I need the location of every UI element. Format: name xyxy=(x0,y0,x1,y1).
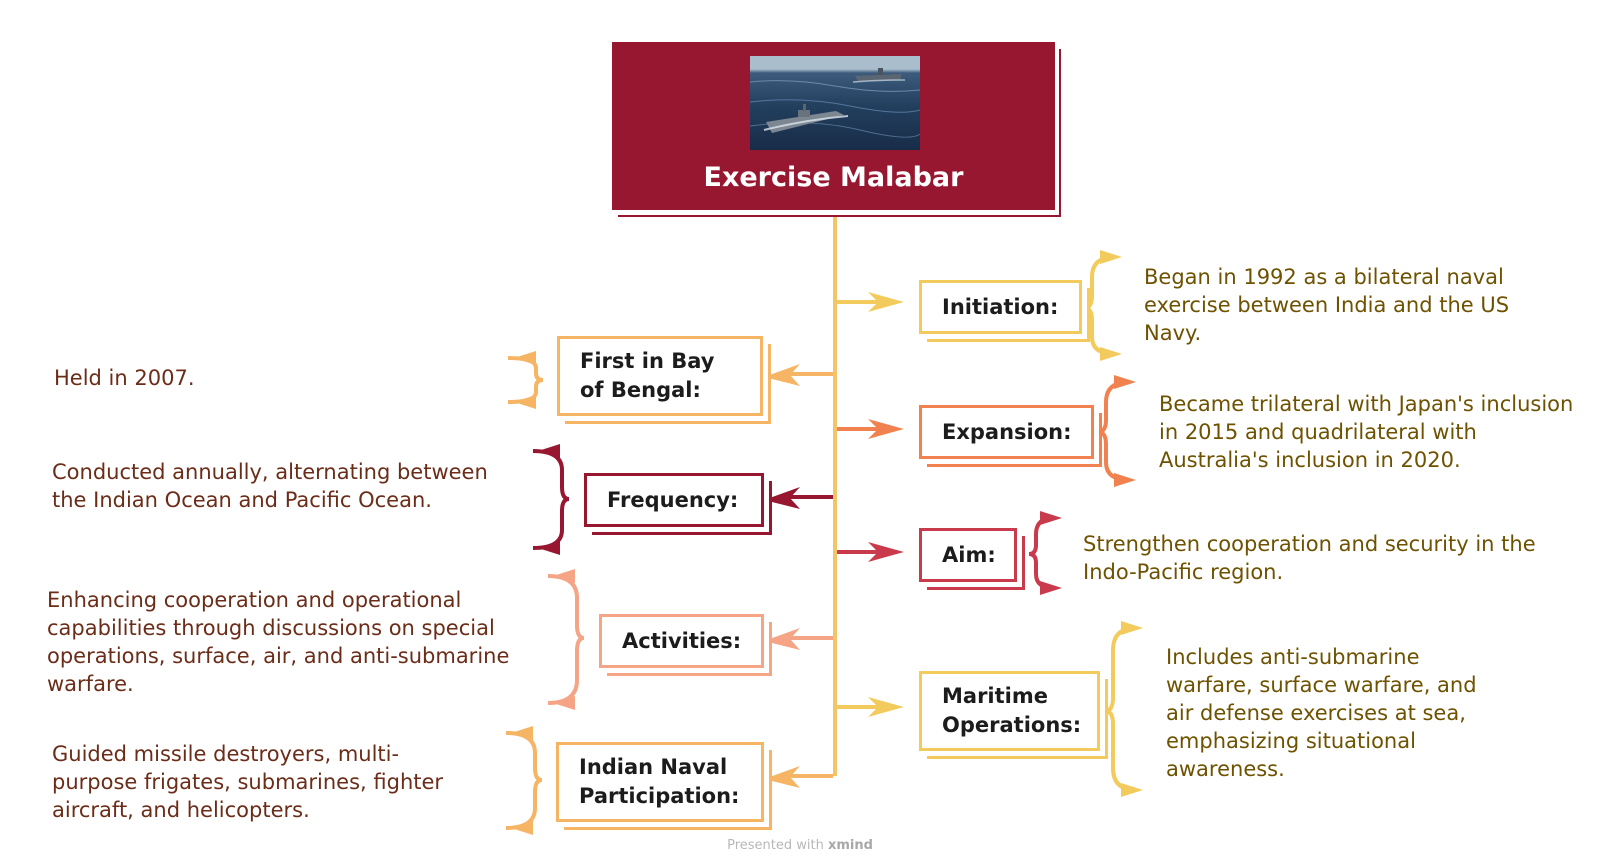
note-expansion: Became trilateral with Japan's inclusion… xyxy=(1159,392,1574,472)
topic-label: Expansion: xyxy=(942,419,1072,444)
note-first-in-bay-of-bengal: Held in 2007. xyxy=(54,366,195,390)
topic-indian-naval-participation[interactable]: Indian Naval Participation: xyxy=(556,742,764,822)
topic-label: First in Bay of Bengal: xyxy=(580,349,715,402)
central-topic-title: Exercise Malabar xyxy=(703,162,964,193)
topic-initiation[interactable]: Initiation: xyxy=(919,280,1082,334)
note-maritime-operations: Includes anti-submarine warfare, surface… xyxy=(1166,645,1477,781)
topic-first-in-bay-of-bengal[interactable]: First in Bay of Bengal: xyxy=(557,336,763,416)
note-initiation: Began in 1992 as a bilateral naval exerc… xyxy=(1144,265,1510,345)
note-aim: Strengthen cooperation and security in t… xyxy=(1083,532,1536,584)
topic-label: Indian Naval Participation: xyxy=(579,755,740,808)
naval-ships-photo xyxy=(750,56,920,150)
presented-with-footer: Presented with xmind xyxy=(0,838,1600,853)
note-activities: Enhancing cooperation and operational ca… xyxy=(47,588,510,696)
topic-label: Maritime Operations: xyxy=(942,684,1082,737)
footer-brand: xmind xyxy=(827,838,873,853)
topic-label: Initiation: xyxy=(942,294,1059,319)
topic-label: Frequency: xyxy=(607,487,739,512)
topic-aim[interactable]: Aim: xyxy=(919,528,1017,582)
topic-frequency[interactable]: Frequency: xyxy=(584,473,764,527)
central-topic[interactable]: Exercise Malabar xyxy=(612,42,1055,210)
note-indian-naval-participation: Guided missile destroyers, multi-purpose… xyxy=(52,742,444,822)
footer-prefix: Presented with xyxy=(727,838,828,853)
note-frequency: Conducted annually, alternating between … xyxy=(52,460,488,512)
topic-expansion[interactable]: Expansion: xyxy=(919,405,1094,459)
topic-maritime-operations[interactable]: Maritime Operations: xyxy=(919,671,1100,751)
topic-label: Aim: xyxy=(942,542,996,567)
topic-label: Activities: xyxy=(622,628,742,653)
topic-activities[interactable]: Activities: xyxy=(599,614,764,668)
